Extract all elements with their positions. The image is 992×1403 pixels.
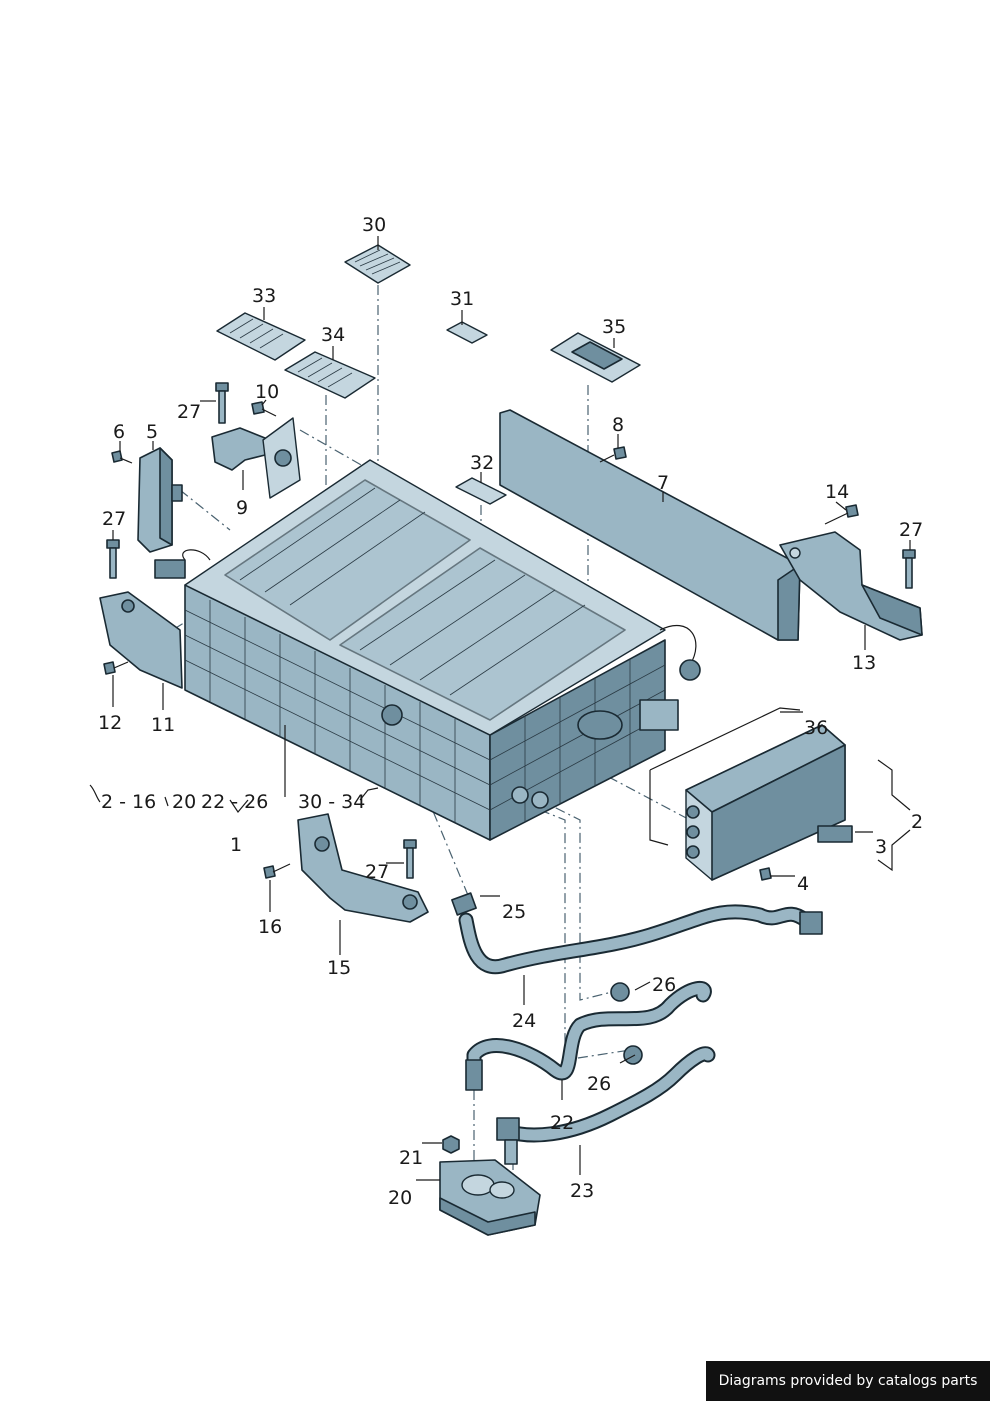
callout-13: 13 (852, 652, 876, 674)
callout-1: 1 (230, 834, 242, 856)
callout-27-b: 27 (102, 508, 126, 530)
converter-unit (649, 707, 846, 881)
callout-26-b: 26 (587, 1073, 611, 1095)
label-31 (446, 321, 488, 344)
callout-27-a: 27 (177, 401, 201, 423)
callout-11: 11 (151, 714, 175, 736)
hose-clips (610, 982, 643, 1065)
control-module (137, 447, 183, 553)
callout-24: 24 (512, 1010, 536, 1032)
callout-7: 7 (657, 472, 669, 494)
hose-22 (465, 981, 712, 1091)
callout-6: 6 (113, 421, 125, 443)
cover-plate (499, 409, 801, 641)
callout-5: 5 (146, 421, 158, 443)
callout-numbers: 30 31 33 34 35 10 27 6 5 8 32 7 14 9 27 … (98, 214, 923, 1209)
callout-27-c: 27 (899, 519, 923, 541)
callout-16: 16 (258, 916, 282, 938)
callout-27-d: 27 (365, 861, 389, 883)
hose-24 (451, 892, 823, 975)
callout-15: 15 (327, 957, 351, 979)
hv-battery-housing (154, 459, 701, 841)
callout-8: 8 (612, 414, 624, 436)
callout-31: 31 (450, 288, 474, 310)
group-label-2-16: 2 - 16 (101, 791, 156, 813)
label-3 (817, 825, 853, 843)
label-33 (216, 312, 306, 361)
label-32 (455, 477, 507, 505)
group-label-22-26: 22 - 26 (201, 791, 268, 813)
callout-20: 20 (388, 1187, 412, 1209)
callout-12: 12 (98, 712, 122, 734)
callout-22: 22 (550, 1112, 574, 1134)
callout-14: 14 (825, 481, 849, 503)
callout-25: 25 (502, 901, 526, 923)
callout-30: 30 (362, 214, 386, 236)
callout-33: 33 (252, 285, 276, 307)
callout-4: 4 (797, 873, 809, 895)
bracket-13 (779, 531, 923, 641)
callout-21: 21 (399, 1147, 423, 1169)
bracket-11 (99, 591, 183, 689)
callout-3: 3 (875, 836, 887, 858)
callout-32: 32 (470, 452, 494, 474)
leader-lines (89, 236, 911, 1181)
hose-23 (496, 1046, 716, 1165)
callout-26-a: 26 (652, 974, 676, 996)
bolts (103, 382, 916, 1154)
label-35 (550, 332, 641, 383)
mount-20 (439, 1159, 541, 1236)
label-34 (284, 351, 376, 399)
callout-34: 34 (321, 324, 345, 346)
group-label-20: 20 (172, 791, 196, 813)
callout-2: 2 (911, 811, 923, 833)
label-30 (344, 244, 411, 284)
attribution-footer: Diagrams provided by catalogs parts (706, 1361, 990, 1401)
callout-36: 36 (804, 717, 828, 739)
group-label-30-34: 30 - 34 (298, 791, 365, 813)
callout-35: 35 (602, 316, 626, 338)
callout-10: 10 (255, 381, 279, 403)
callout-9: 9 (236, 497, 248, 519)
bracket-15 (297, 813, 429, 923)
bracket-9 (211, 417, 301, 499)
callout-23: 23 (570, 1180, 594, 1202)
